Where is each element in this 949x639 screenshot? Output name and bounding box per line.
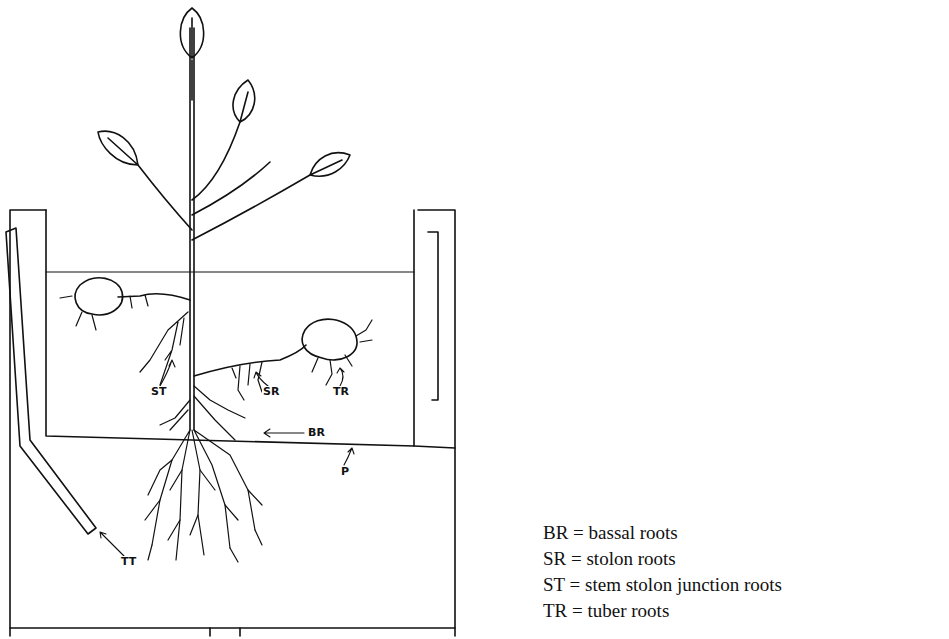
roots [60,295,372,562]
outer-pot [10,210,455,628]
key-entry: TR = tuber roots [543,601,669,620]
key-entry: SR = stolon roots [543,549,676,568]
tube [6,228,96,534]
part-label: SR [262,386,280,397]
stolon-right [194,345,306,376]
partition [414,446,455,448]
stolon-left [118,294,190,300]
part-label: TT [120,556,137,567]
soil-line [46,271,414,272]
part-label: BR [307,427,326,438]
leaves [98,8,350,176]
pot-feet [10,628,455,636]
tuber-right [302,319,357,360]
part-label: TR [332,386,350,397]
inner-container [46,210,414,446]
leader-lines [100,360,354,556]
tuber-left [75,278,122,315]
part-label: ST [150,386,167,397]
bracket [428,232,438,400]
key-entry: ST = stem stolon junction roots [543,575,782,594]
part-label: P [340,466,350,477]
branches [138,60,310,240]
key-entry: BR = bassal roots [543,523,678,542]
